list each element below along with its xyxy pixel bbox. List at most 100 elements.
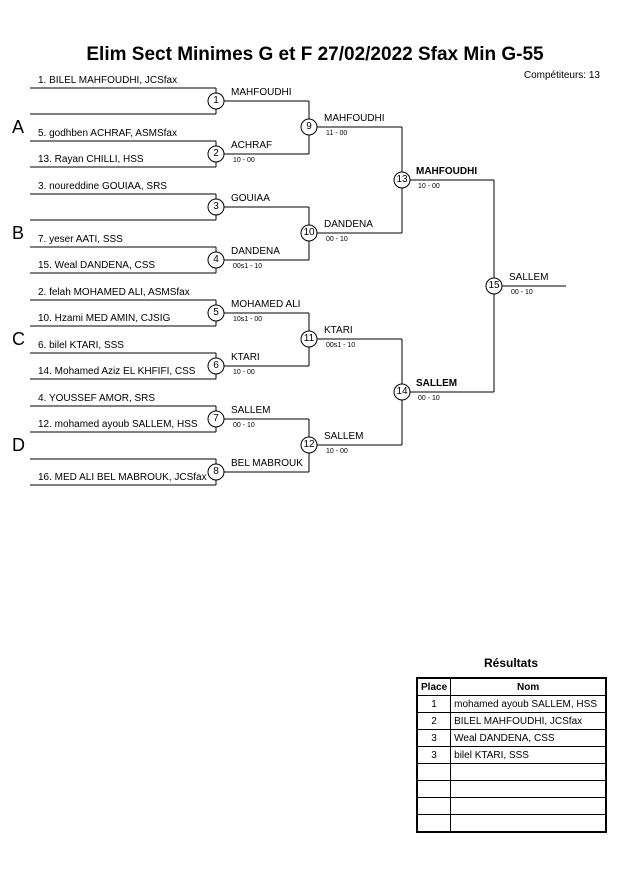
match-number: 6 (213, 360, 219, 371)
match-winner: DANDENA (324, 219, 373, 230)
final-winner: SALLEM (509, 272, 549, 283)
results-row (416, 814, 607, 833)
entrant-label: 7. yeser AATI, SSS (38, 234, 123, 245)
match-circle (393, 383, 411, 401)
result-place (416, 763, 452, 781)
match-winner: SALLEM (416, 378, 458, 389)
result-place (416, 780, 452, 798)
results-row (416, 780, 607, 798)
match-score: 00 - 10 (326, 236, 348, 243)
match-winner: BEL MABROUK (231, 458, 303, 469)
match-number: 3 (213, 201, 219, 212)
entrant-label: 12. mohamed ayoub SALLEM, HSS (38, 419, 198, 430)
result-place: 3 (416, 746, 452, 764)
results-row (416, 797, 607, 815)
match-number: 2 (213, 148, 219, 159)
entrant-label: 14. Mohamed Aziz EL KHFIFI, CSS (38, 366, 196, 377)
match-circle (207, 92, 225, 110)
match-score: 00s1 - 10 (326, 342, 356, 349)
match-circle (300, 118, 318, 136)
results-header-place: Place (416, 677, 452, 696)
result-name: mohamed ayoub SALLEM, HSS (450, 695, 607, 713)
match-number: 9 (306, 121, 312, 132)
match-winner: MAHFOUDHI (416, 166, 478, 177)
competitor-count: Compétiteurs: 13 (523, 70, 600, 81)
results-header-row: Place Nom (416, 677, 607, 696)
match-winner: MOHAMED ALI (231, 299, 301, 310)
match-number: 15 (488, 280, 500, 291)
match-winner: MAHFOUDHI (231, 87, 292, 98)
entrant-label: 13. Rayan CHILLI, HSS (38, 154, 144, 165)
result-place: 3 (416, 729, 452, 747)
match-number: 5 (213, 307, 219, 318)
match-circle (300, 224, 318, 242)
match-winner: KTARI (324, 325, 353, 336)
entrant-label: 10. Hzami MED AMIN, CJSIG (38, 313, 171, 324)
entrant-label: 16. MED ALI BEL MABROUK, JCSfax (38, 472, 207, 483)
match-number: 7 (213, 413, 219, 424)
result-name: bilel KTARI, SSS (450, 746, 607, 764)
match-winner: ACHRAF (231, 140, 273, 151)
match-score: 10 - 00 (233, 157, 255, 164)
match-number: 11 (303, 333, 315, 344)
result-place (416, 797, 452, 815)
match-score: 11 - 00 (326, 130, 348, 137)
match-circle (485, 277, 503, 295)
entrant-label: 5. godhben ACHRAF, ASMSfax (38, 128, 177, 139)
results-title: Résultats (483, 656, 539, 670)
match-circle (207, 463, 225, 481)
match-score: 00s1 - 10 (233, 263, 263, 270)
result-name (450, 763, 607, 781)
match-circle (300, 436, 318, 454)
match-circle (207, 357, 225, 375)
match-winner: MAHFOUDHI (324, 113, 385, 124)
result-name (450, 797, 607, 815)
page-title: Elim Sect Minimes G et F 27/02/2022 Sfax… (86, 44, 544, 65)
pool-label: B (12, 223, 25, 243)
match-score: 00 - 10 (418, 395, 440, 402)
match-score: 00 - 10 (233, 422, 255, 429)
entrant-label: 15. Weal DANDENA, CSS (38, 260, 156, 271)
match-circle (207, 251, 225, 269)
match-number: 4 (213, 254, 219, 265)
results-header-name: Nom (450, 677, 607, 696)
results-row (416, 763, 607, 781)
match-winner: SALLEM (324, 431, 364, 442)
result-name: Weal DANDENA, CSS (450, 729, 607, 747)
match-score: 10s1 - 00 (233, 316, 263, 323)
result-place (416, 814, 452, 833)
match-score: 10 - 00 (418, 183, 440, 190)
result-name: BILEL MAHFOUDHI, JCSfax (450, 712, 607, 730)
match-number: 8 (213, 466, 219, 477)
match-circle (300, 330, 318, 348)
entrant-label: 1. BILEL MAHFOUDHI, JCSfax (38, 75, 178, 86)
pool-label: A (12, 117, 25, 137)
match-circle (393, 171, 411, 189)
entrant-label: 3. noureddine GOUIAA, SRS (38, 181, 167, 192)
match-circle (207, 145, 225, 163)
pool-label: D (12, 435, 25, 455)
match-number: 1 (213, 95, 219, 106)
match-circle (207, 304, 225, 322)
match-number: 14 (396, 386, 408, 397)
match-score: 10 - 00 (326, 448, 348, 455)
result-name (450, 814, 607, 833)
result-place: 1 (416, 695, 452, 713)
match-score: 00 - 10 (511, 289, 533, 296)
entrant-label: 6. bilel KTARI, SSS (38, 340, 124, 351)
result-name (450, 780, 607, 798)
match-circle (207, 198, 225, 216)
result-place: 2 (416, 712, 452, 730)
match-score: 10 - 00 (233, 369, 255, 376)
match-winner: GOUIAA (231, 193, 270, 204)
match-winner: DANDENA (231, 246, 280, 257)
match-circle (207, 410, 225, 428)
entrant-label: 4. YOUSSEF AMOR, SRS (38, 393, 156, 404)
match-number: 10 (303, 227, 315, 238)
